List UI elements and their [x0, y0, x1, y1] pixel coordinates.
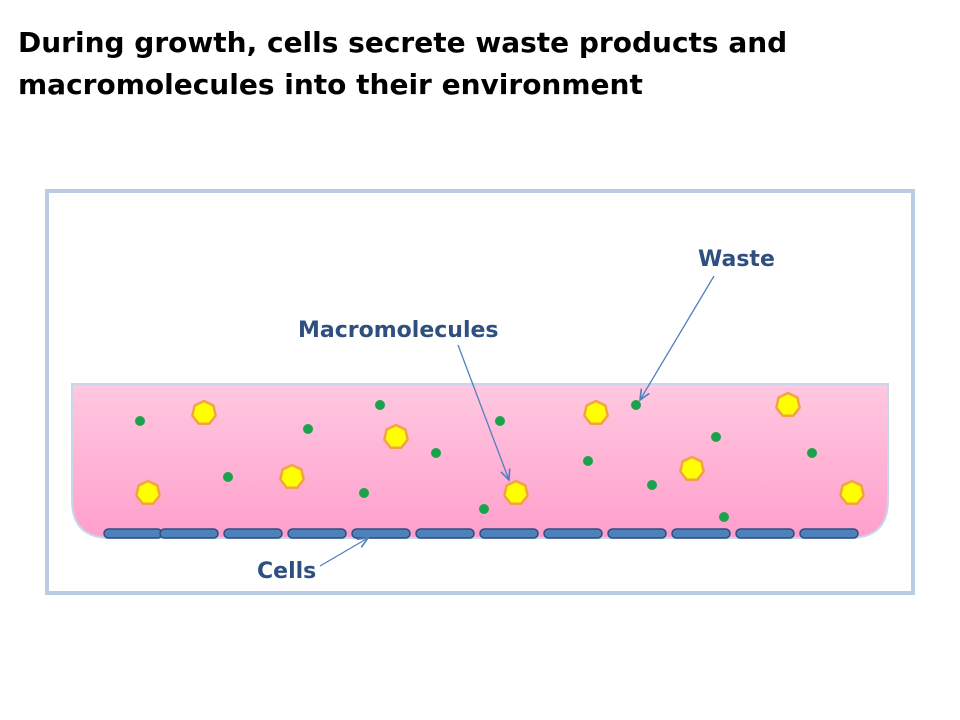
title-line-2: macromolecules into their environment [18, 68, 643, 101]
macromolecule [775, 391, 801, 418]
macromolecule [383, 423, 409, 450]
cell [479, 528, 539, 539]
macromolecule [191, 399, 217, 426]
waste-dot [359, 488, 369, 498]
cells-pointer-arrow [319, 538, 368, 567]
waste-dot [719, 512, 729, 522]
macromolecule-particles [135, 391, 865, 506]
waste-dot [495, 416, 505, 426]
cells-label: Cells [257, 559, 316, 584]
cell [415, 528, 475, 539]
waste-label: Waste [698, 247, 775, 272]
cell [287, 528, 347, 539]
waste-dot [303, 424, 313, 434]
macromolecule [679, 455, 705, 482]
waste-pointer-arrow [640, 275, 715, 400]
cell [799, 528, 859, 539]
macromolecule [503, 479, 529, 506]
waste-particles [135, 400, 817, 522]
waste-dot [135, 416, 145, 426]
macromolecule [583, 399, 609, 426]
cell [735, 528, 795, 539]
macromolecule [279, 463, 305, 490]
macromolecule [135, 479, 161, 506]
waste-dot [711, 432, 721, 442]
waste-dot [647, 480, 657, 490]
macromolecules-label: Macromolecules [298, 318, 499, 343]
waste-dot [631, 400, 641, 410]
waste-dot [583, 456, 593, 466]
waste-dot [807, 448, 817, 458]
macromolecules-pointer-arrow [457, 344, 509, 480]
cell [607, 528, 667, 539]
cell [671, 528, 731, 539]
title-line-1: During growth, cells secrete waste produ… [18, 26, 788, 59]
waste-dot [479, 504, 489, 514]
cell [351, 528, 411, 539]
cell [223, 528, 283, 539]
cell [103, 528, 163, 539]
waste-dot [431, 448, 441, 458]
slide-title: During growth, cells secrete waste produ… [18, 22, 918, 106]
cell-layer [103, 528, 859, 539]
waste-dot [375, 400, 385, 410]
waste-dot [223, 472, 233, 482]
macromolecule [839, 479, 865, 506]
cell [159, 528, 219, 539]
cell [543, 528, 603, 539]
